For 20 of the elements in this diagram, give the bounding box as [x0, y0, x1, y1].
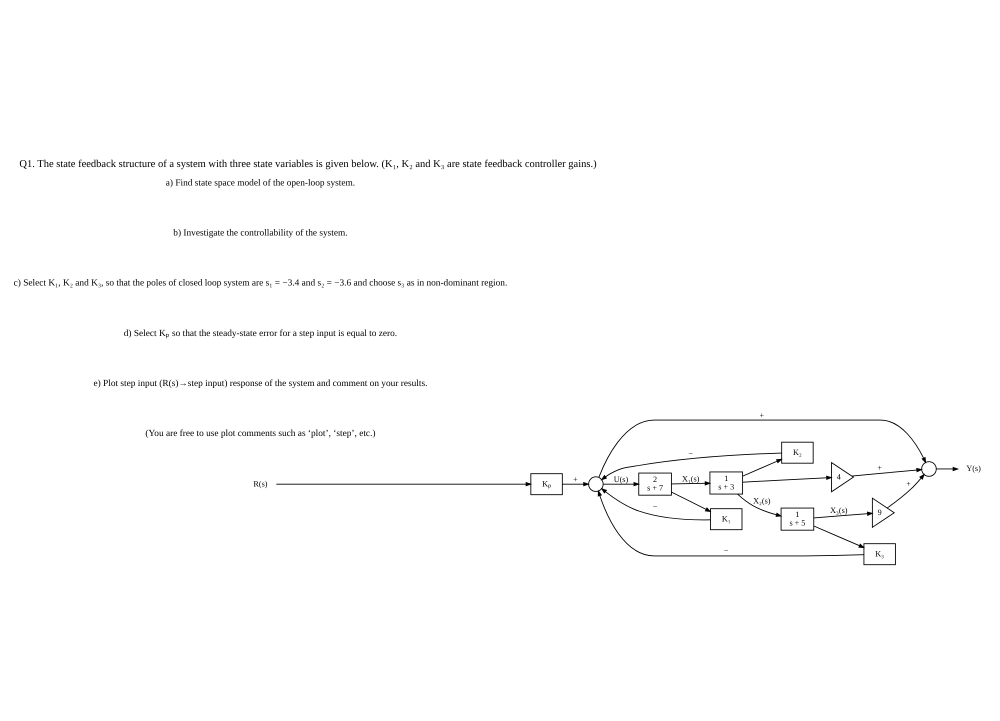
edge-label: X₁(s): [681, 474, 699, 484]
node-text: R(s): [252, 479, 267, 488]
edge-label: +: [572, 474, 578, 484]
label: (You are free to use plot comments such as ‘plot’, ‘step’, etc.): [144, 429, 376, 440]
edge-label: +: [759, 410, 764, 420]
diagram-title: Q1. The state feedback structure of a system with three state variables is given below. (K₁, K₂ and K₃ are state feedback controller gains.): [18, 159, 596, 170]
node-text: Y(s): [966, 464, 980, 474]
edge-label: U(s): [613, 474, 628, 484]
edge-label: +: [906, 480, 910, 489]
edge-label: X₃(s): [830, 506, 848, 515]
label: b) Investigate the controllability of the system.: [172, 228, 348, 239]
edge-label: X₂(s): [752, 496, 770, 506]
label: d) Select Kₚ so that the steady-state error for a step input is equal to zero.: [123, 328, 397, 339]
edge-label: −: [652, 502, 657, 511]
edge-label: +: [876, 463, 882, 472]
label: e) Plot step input (R(s)→step input) response of the system and comment on your results.: [92, 379, 427, 390]
edge-label: −: [723, 546, 728, 556]
label: a) Find state space model of the open-loop system.: [165, 178, 355, 188]
label: c) Select K₁, K₂ and K₃, so that the poles of closed loop system are s₁ = −3.4 and s₂ = −3.6 and choose s₃ as in non-dominant region.: [13, 278, 507, 289]
edge-label: −: [688, 449, 692, 458]
